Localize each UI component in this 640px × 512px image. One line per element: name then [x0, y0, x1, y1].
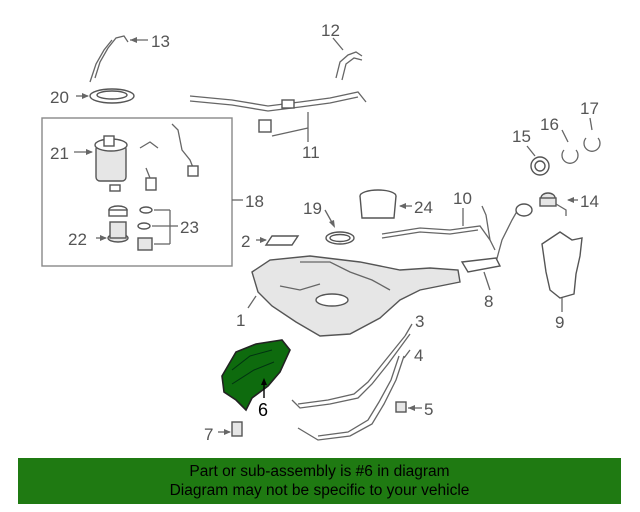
part-2-pad: 2: [241, 232, 300, 251]
info-banner: Part or sub-assembly is #6 in diagram Di…: [18, 458, 621, 504]
callout-21: 21: [50, 144, 69, 163]
callout-3: 3: [415, 312, 424, 331]
callout-14: 14: [580, 192, 599, 211]
callout-15: 15: [512, 127, 531, 146]
banner-line-1: Part or sub-assembly is #6 in diagram: [189, 463, 450, 480]
parts-diagram: 13 20 12 11 18 21: [41, 21, 601, 444]
part-21-pump-module: 21: [50, 135, 128, 182]
callout-5: 5: [424, 400, 433, 419]
part-18-fuel-pump-assembly-box: 18 21 22 23: [41, 117, 264, 267]
part-9-heat-shield: 9: [541, 231, 583, 332]
callout-19: 19: [303, 199, 322, 218]
part-12-hose: 12: [321, 21, 363, 81]
part-1-fuel-tank: 1: [236, 255, 461, 337]
part-14-cap: 14: [539, 192, 599, 216]
callout-23: 23: [180, 218, 199, 237]
part-6-shield-highlighted[interactable]: 6: [221, 339, 291, 420]
part-13-hose: 13: [89, 32, 170, 83]
callout-9: 9: [555, 313, 564, 332]
callout-12: 12: [321, 21, 340, 40]
part-17-clip: 17: [580, 99, 601, 152]
part-10-breather-tube: 10: [381, 189, 496, 251]
part-19-gasket: 19: [303, 199, 355, 245]
callout-20: 20: [50, 88, 69, 107]
part-20-lock-ring: 20: [50, 88, 135, 107]
callout-10: 10: [453, 189, 472, 208]
callout-4: 4: [414, 346, 423, 365]
callout-22: 22: [68, 230, 87, 249]
part-8-bracket: 8: [460, 257, 502, 311]
part-11-vent-pipe: 11: [189, 91, 367, 162]
part-15-ring: 15: [512, 127, 550, 176]
callout-7: 7: [204, 425, 213, 444]
callout-6: 6: [258, 400, 268, 420]
callout-18: 18: [245, 192, 264, 211]
callout-16: 16: [540, 115, 559, 134]
part-3-strap: 3: [291, 312, 424, 409]
callout-11: 11: [302, 143, 320, 162]
part-7-bolt: 7: [204, 421, 243, 444]
callout-24: 24: [414, 198, 433, 217]
part-5-bolt: 5: [395, 400, 433, 419]
callout-1: 1: [236, 311, 245, 330]
callout-2: 2: [241, 232, 250, 251]
callout-13: 13: [151, 32, 170, 51]
part-24-filter: 24: [359, 189, 433, 219]
part-16-clip: 16: [540, 115, 579, 164]
part-4-strap: 4: [297, 346, 423, 441]
callout-17: 17: [580, 99, 599, 118]
banner-line-2: Diagram may not be specific to your vehi…: [169, 482, 470, 499]
callout-8: 8: [484, 292, 493, 311]
